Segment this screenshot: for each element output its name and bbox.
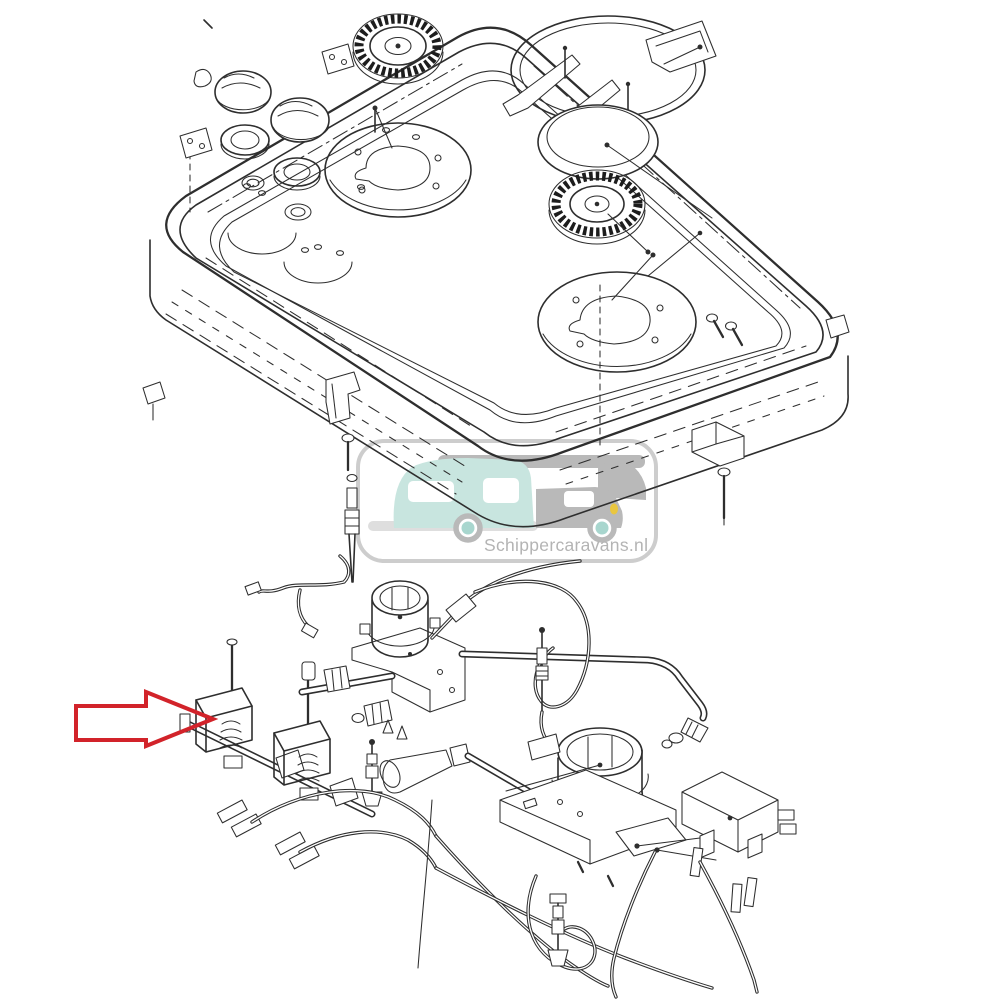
logo-wheel-left-hub	[461, 521, 475, 535]
corner-bracket	[142, 314, 850, 421]
control-knob-1	[214, 70, 272, 114]
logo-headlight	[610, 503, 618, 515]
mounting-bracket-left	[325, 371, 361, 425]
valve-2-stem-tip	[301, 661, 316, 681]
fixing-plate-top	[321, 43, 355, 75]
valve-2-top-plate	[273, 720, 331, 752]
burner-ear-right	[429, 617, 441, 629]
small-screw-2	[606, 874, 615, 888]
thermocouple-line	[430, 559, 582, 640]
trivet-arm-3	[645, 20, 717, 73]
trivet-arm-1	[502, 54, 581, 117]
bolt-pair	[705, 313, 744, 347]
burner-plate-right	[537, 230, 744, 373]
block-tab-1	[777, 809, 795, 821]
pan-rim	[165, 26, 839, 462]
piezo-igniter-block	[681, 771, 797, 859]
mounting-bracket-right	[691, 421, 745, 467]
burner-plate-left	[324, 105, 472, 218]
valve-2-spring	[296, 753, 320, 782]
electrode-mid	[361, 739, 383, 807]
electrode-left	[344, 473, 360, 583]
control-knob-2	[270, 97, 330, 143]
block-tab-2	[779, 823, 797, 835]
burner-ear-left	[359, 623, 371, 635]
injector-jets	[382, 719, 408, 740]
logo-cab-window	[564, 491, 594, 507]
ignition-wires	[250, 788, 759, 999]
mixing-tube	[379, 743, 544, 802]
ignition-cable-loop	[473, 579, 591, 709]
burner-body-right	[505, 727, 649, 820]
burner-manifold-assembly	[179, 554, 797, 999]
compression-fitting-2	[323, 665, 351, 693]
highlight-arrow	[74, 689, 219, 749]
compression-fitting-4	[445, 593, 477, 623]
logo-caravan-window-1	[408, 481, 454, 502]
compression-fitting-1	[661, 717, 709, 749]
knob-bezel-1	[220, 124, 270, 160]
gas-pipe-lower	[298, 665, 396, 727]
burner-cap	[537, 104, 713, 219]
screw-left	[341, 433, 355, 472]
tiny-pin	[203, 19, 213, 29]
valve-1-nut	[223, 755, 243, 769]
terminal-plate	[615, 817, 717, 861]
pan-grommets	[227, 127, 421, 284]
burner-ring-left	[352, 13, 444, 85]
watermark-box	[356, 439, 658, 563]
cooktop-pan-assembly	[142, 13, 850, 528]
right-bracket	[499, 769, 717, 888]
watermark: Schippercaravans.nl	[356, 439, 658, 563]
gas-valve-1	[195, 638, 253, 769]
screw-right	[717, 467, 731, 526]
valve-1-spring	[219, 720, 243, 749]
caravan-logo-icon	[368, 455, 646, 543]
pan-skirt	[149, 239, 849, 528]
igniter-lead-tips	[244, 554, 351, 639]
small-screw-1	[576, 860, 585, 874]
compression-fitting-3	[351, 699, 393, 727]
logo-wheel-right-hub	[595, 521, 609, 535]
burner-body-center	[359, 580, 441, 658]
burner-ring-right	[548, 169, 651, 255]
gas-valve-2	[273, 661, 331, 801]
logo-caravan-body	[393, 458, 534, 528]
electrode-bottom	[526, 874, 597, 971]
burner-clamp-tab	[527, 733, 561, 761]
gas-pipe-upper	[458, 650, 709, 749]
spade-terminals-right	[689, 847, 758, 913]
logo-caravan-window-2	[483, 478, 519, 503]
knob-bezel-2	[273, 157, 321, 191]
highlight-arrow-outline	[74, 689, 219, 749]
center-bracket	[351, 627, 466, 713]
fixing-plate-left	[179, 127, 213, 159]
drip-part	[193, 68, 212, 88]
logo-cab-roof	[598, 463, 646, 500]
manifold-rail	[179, 713, 376, 818]
watermark-text: Schippercaravans.nl	[484, 535, 648, 555]
